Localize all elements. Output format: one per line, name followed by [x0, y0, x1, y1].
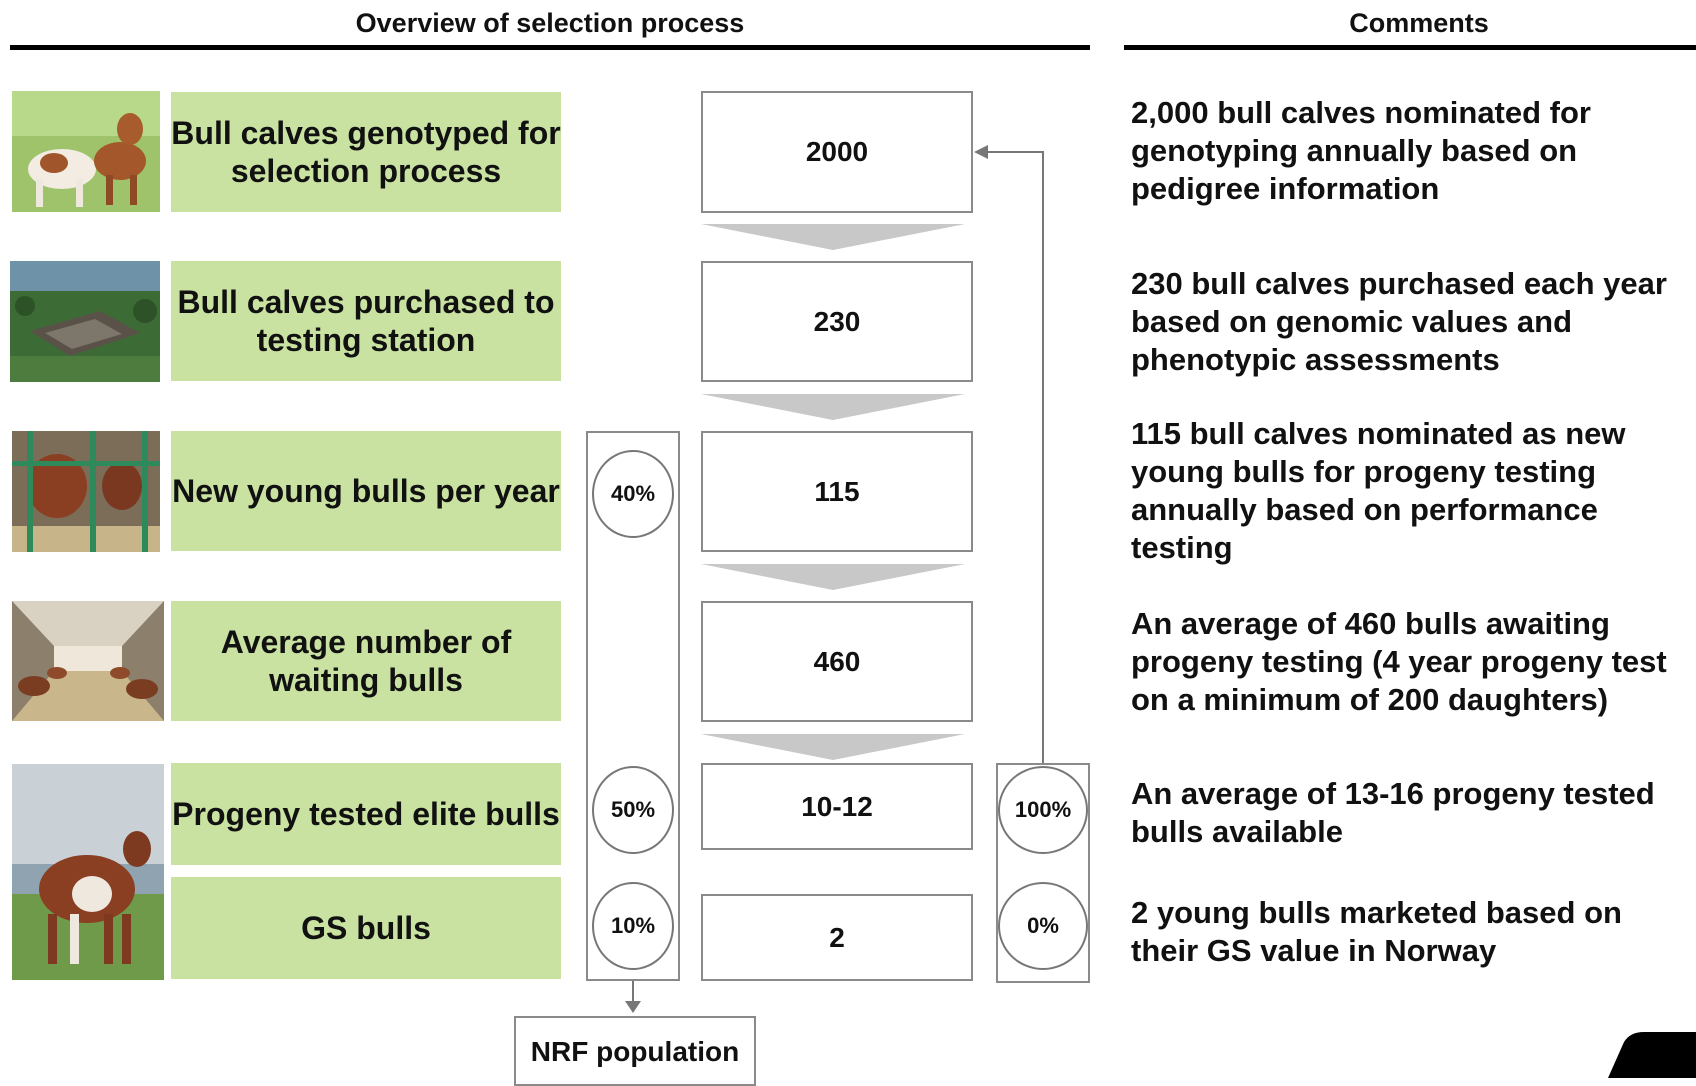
nrf-population-box: NRF population [514, 1016, 756, 1086]
comment-waiting-bulls: An average of 460 bulls awaiting progeny… [1131, 606, 1667, 717]
comment-new-young-bulls: 115 bull calves nominated as new young b… [1131, 416, 1626, 565]
comment-gs-bulls: 2 young bulls marketed based on their GS… [1131, 895, 1622, 968]
comment-purchased: 230 bull calves purchased each year base… [1131, 266, 1667, 377]
step-label-new-young-bulls: New young bulls per year [171, 431, 561, 551]
value-box-genotyped: 2000 [701, 91, 973, 213]
step-label-genotyped: Bull calves genotyped for selection proc… [171, 92, 561, 212]
step-label-gs-bulls: GS bulls [171, 877, 561, 979]
header-rule-right [1124, 45, 1696, 50]
feedback-percentage-column [996, 763, 1090, 983]
value-box-new-young-bulls: 115 [701, 431, 973, 552]
value-box-waiting-bulls: 460 [701, 601, 973, 722]
flow-chevron [701, 224, 965, 250]
percent-circle-feedback-gs: 0% [998, 882, 1088, 970]
flow-chevron [701, 394, 965, 420]
value-box-purchased: 230 [701, 261, 973, 382]
percent-circle-elite: 50% [592, 766, 674, 854]
comment-elite-bulls: An average of 13-16 progeny tested bulls… [1131, 776, 1655, 849]
calves-photo [12, 91, 160, 212]
corner-decoration [1608, 1032, 1696, 1078]
testing-station-photo [10, 261, 160, 382]
elite-bull-photo [12, 764, 164, 980]
value-box-elite-bulls: 10-12 [701, 763, 973, 850]
section-header-comments: Comments [1349, 8, 1489, 38]
flow-chevron [701, 564, 965, 590]
barn-bulls-photo [12, 601, 164, 721]
percent-circle-gs: 10% [592, 882, 674, 970]
step-label-waiting-bulls: Average number of waiting bulls [171, 601, 561, 721]
value-box-gs-bulls: 2 [701, 894, 973, 981]
header-rule-left [10, 45, 1090, 50]
percent-circle-new-young: 40% [592, 450, 674, 538]
flow-chevron [701, 734, 965, 760]
step-label-purchased: Bull calves purchased to testing station [171, 261, 561, 381]
comment-genotyped: 2,000 bull calves nominated for genotypi… [1131, 95, 1591, 206]
feedback-arrow [974, 145, 1044, 763]
step-label-elite-bulls: Progeny tested elite bulls [171, 763, 561, 865]
stalled-bulls-photo [12, 431, 160, 552]
down-arrow [625, 981, 641, 1013]
nrf-percentage-column [586, 431, 680, 981]
section-header-overview: Overview of selection process [355, 8, 745, 38]
percent-circle-feedback-elite: 100% [998, 766, 1088, 854]
